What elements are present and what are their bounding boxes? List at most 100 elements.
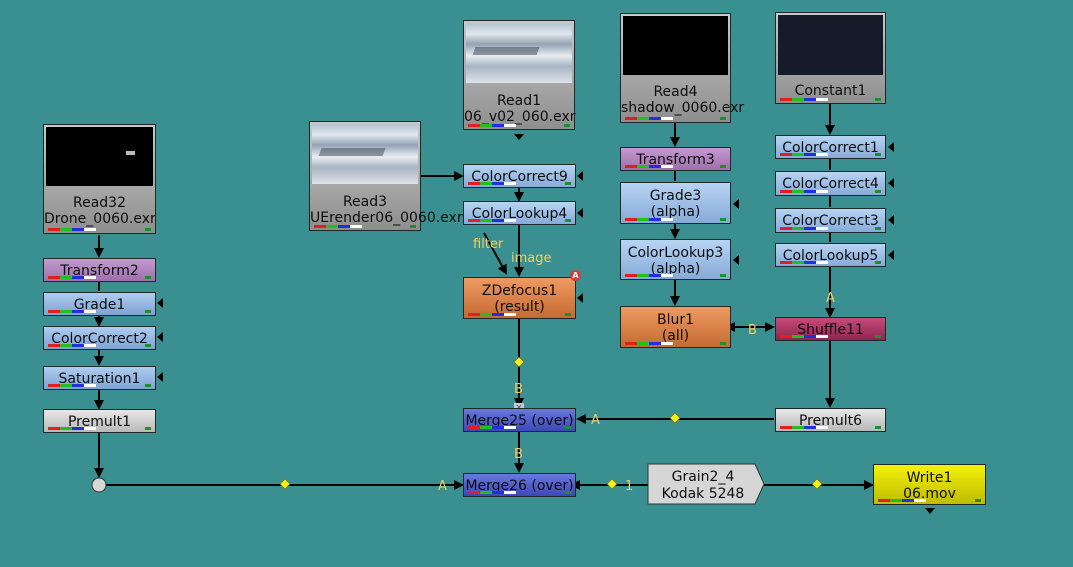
dot-node[interactable] <box>91 477 107 493</box>
mask-input-arrow[interactable] <box>157 298 163 308</box>
read1-file: 06_v02_060.exr <box>464 109 576 125</box>
merge26-b-label: B <box>514 447 523 462</box>
zdefocus1-subtitle: (result) <box>494 299 545 315</box>
merge25-b-label: B <box>514 382 523 397</box>
mask-input-arrow[interactable] <box>577 171 583 181</box>
transform2-node[interactable]: Transform2 <box>43 258 156 282</box>
read1-node[interactable]: Read1 06_v02_060.exr <box>463 20 576 130</box>
colorlookup4-node[interactable]: ColorLookup4 <box>463 201 576 225</box>
read32-thumbnail <box>46 127 153 186</box>
read3-title: Read3 <box>342 194 388 210</box>
shuffle-b-label: B <box>748 323 757 338</box>
read32-file: Drone_0060.exr <box>44 211 156 227</box>
pipe-midpoint-dot[interactable] <box>513 356 525 368</box>
mask-input-arrow[interactable] <box>733 255 739 265</box>
read1-thumbnail <box>466 23 572 83</box>
colorcorrect3-label: ColorCorrect3 <box>782 213 879 229</box>
merge26-node[interactable]: Merge26 (over) <box>463 473 576 497</box>
blur1-title: Blur1 <box>656 312 695 328</box>
colorlookup4-label: ColorLookup4 <box>471 206 568 222</box>
read4-title: Read4 <box>653 84 698 100</box>
mask-input-arrow[interactable] <box>888 250 894 260</box>
pipe-midpoint-dot[interactable] <box>606 478 618 490</box>
zdefocus1-node[interactable]: ZDefocus1 (result) <box>463 277 576 319</box>
mask-input-arrow[interactable] <box>733 199 739 209</box>
write1-node[interactable]: Write1 06.mov <box>873 464 986 505</box>
read32-node[interactable]: Read32 Drone_0060.exr <box>43 124 156 234</box>
read3-file: UErender06_0060.exr <box>310 210 463 226</box>
merge26-a-label: A <box>438 479 447 494</box>
shuffle11-node[interactable]: Shuffle11 <box>775 317 886 341</box>
transform3-label: Transform3 <box>636 152 715 168</box>
pipe-filter-input[interactable] <box>483 232 507 275</box>
output-arrow[interactable] <box>514 134 524 140</box>
merge25-label: Merge25 (over) <box>465 413 574 429</box>
colorcorrect1-node[interactable]: ColorCorrect1 <box>775 135 886 159</box>
transform3-node[interactable]: Transform3 <box>620 147 731 171</box>
grain2-4-node-shape[interactable] <box>647 463 765 505</box>
colorcorrect3-node[interactable]: ColorCorrect3 <box>775 208 886 233</box>
merge25-a-label: A <box>591 413 600 428</box>
mask-input-arrow[interactable] <box>888 178 894 188</box>
grade3-title: Grade3 <box>649 188 702 204</box>
mask-input-arrow[interactable] <box>888 215 894 225</box>
colorcorrect2-node[interactable]: ColorCorrect2 <box>43 326 156 350</box>
colorlookup5-label: ColorLookup5 <box>782 248 879 264</box>
mask-input-arrow[interactable] <box>157 332 163 342</box>
grain-input-label: 1 <box>625 479 634 494</box>
mask-input-arrow[interactable] <box>577 208 583 218</box>
colorlookup3-title: ColorLookup3 <box>627 245 724 261</box>
grade3-node[interactable]: Grade3 (alpha) <box>620 182 731 224</box>
mask-input-arrow[interactable] <box>577 293 583 303</box>
colorcorrect4-node[interactable]: ColorCorrect4 <box>775 171 886 196</box>
zdefocus1-title: ZDefocus1 <box>481 283 558 299</box>
colorcorrect4-label: ColorCorrect4 <box>782 176 879 192</box>
output-arrow[interactable] <box>925 508 935 514</box>
read4-file: shadow_0060.exr <box>621 100 745 116</box>
pipe-midpoint-dot[interactable] <box>669 412 681 424</box>
image-input-label: image <box>511 251 552 266</box>
colorcorrect1-label: ColorCorrect1 <box>782 140 879 156</box>
mask-input-arrow[interactable] <box>888 142 894 152</box>
blur1-node[interactable]: Blur1 (all) <box>620 306 731 348</box>
read32-title: Read32 <box>73 195 126 211</box>
merge25-node[interactable]: Merge25 (over) <box>463 408 576 432</box>
read3-thumbnail <box>312 124 418 184</box>
constant1-node[interactable]: Constant1 <box>775 12 886 104</box>
premult6-node[interactable]: Premult6 <box>775 408 886 432</box>
write1-title: Write1 <box>906 470 953 486</box>
colorlookup3-node[interactable]: ColorLookup3 (alpha) <box>620 239 731 280</box>
premult1-node[interactable]: Premult1 <box>43 409 156 433</box>
read4-thumbnail <box>623 16 728 75</box>
constant1-thumbnail <box>778 15 883 75</box>
pipe-midpoint-dot[interactable] <box>811 478 823 490</box>
saturation1-label: Saturation1 <box>58 371 141 387</box>
filter-input-label: filter <box>473 237 504 252</box>
shuffle-a-label: A <box>826 291 835 306</box>
grade1-label: Grade1 <box>73 297 126 313</box>
colorcorrect9-label: ColorCorrect9 <box>471 169 568 185</box>
pipe-midpoint-dot[interactable] <box>279 478 291 490</box>
transform2-label: Transform2 <box>60 263 139 279</box>
shuffle11-label: Shuffle11 <box>797 322 864 338</box>
read3-node[interactable]: Read3 UErender06_0060.exr <box>309 121 463 231</box>
premult6-label: Premult6 <box>798 413 863 429</box>
mask-input-arrow[interactable] <box>157 372 163 382</box>
write1-file: 06.mov <box>903 486 956 502</box>
zdefocus-alert-badge: A <box>570 270 581 281</box>
colorcorrect2-label: ColorCorrect2 <box>51 331 148 347</box>
read1-title: Read1 <box>496 93 542 109</box>
grade3-subtitle: (alpha) <box>650 204 701 220</box>
constant1-label: Constant1 <box>794 83 867 99</box>
read4-node[interactable]: Read4 shadow_0060.exr <box>620 13 745 123</box>
colorcorrect9-node[interactable]: ColorCorrect9 <box>463 164 576 188</box>
grade1-node[interactable]: Grade1 <box>43 292 156 316</box>
grain2-4-subtitle: Kodak 5248 <box>661 486 745 502</box>
saturation1-node[interactable]: Saturation1 <box>43 366 156 390</box>
premult1-label: Premult1 <box>67 414 132 430</box>
colorlookup3-subtitle: (alpha) <box>650 261 701 277</box>
merge26-label: Merge26 (over) <box>465 478 574 494</box>
grain2-4-title: Grain2_4 <box>671 469 735 485</box>
colorlookup5-node[interactable]: ColorLookup5 <box>775 243 886 267</box>
